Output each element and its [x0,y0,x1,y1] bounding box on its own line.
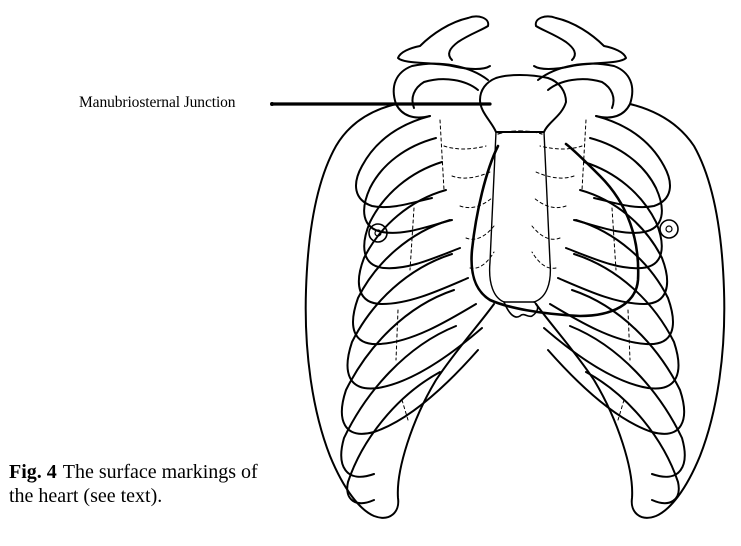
first-ribs [392,62,634,119]
heart-surface-outline [470,142,640,318]
left-clavicle [397,15,491,70]
callout-leader-dot [270,102,274,106]
figure-caption-text: The surface markings of the heart (see t… [9,461,258,507]
callout-label-manubriosternal-junction: Manubriosternal Junction [79,94,236,111]
figure-number: Fig. 4 [9,461,57,483]
right-outer-contour [535,103,726,519]
manubrium [479,74,567,133]
manubriosternal-junction-line [497,130,543,135]
right-nipple-marker [659,219,679,239]
left-outer-contour [304,103,495,519]
sternum [479,74,567,318]
left-nipple-marker [368,223,388,243]
left-rib-cage [304,103,495,519]
sternal-body [488,131,552,303]
right-rib-cage [531,103,726,519]
right-clavicle [533,15,627,70]
xiphoid-process [503,301,539,318]
